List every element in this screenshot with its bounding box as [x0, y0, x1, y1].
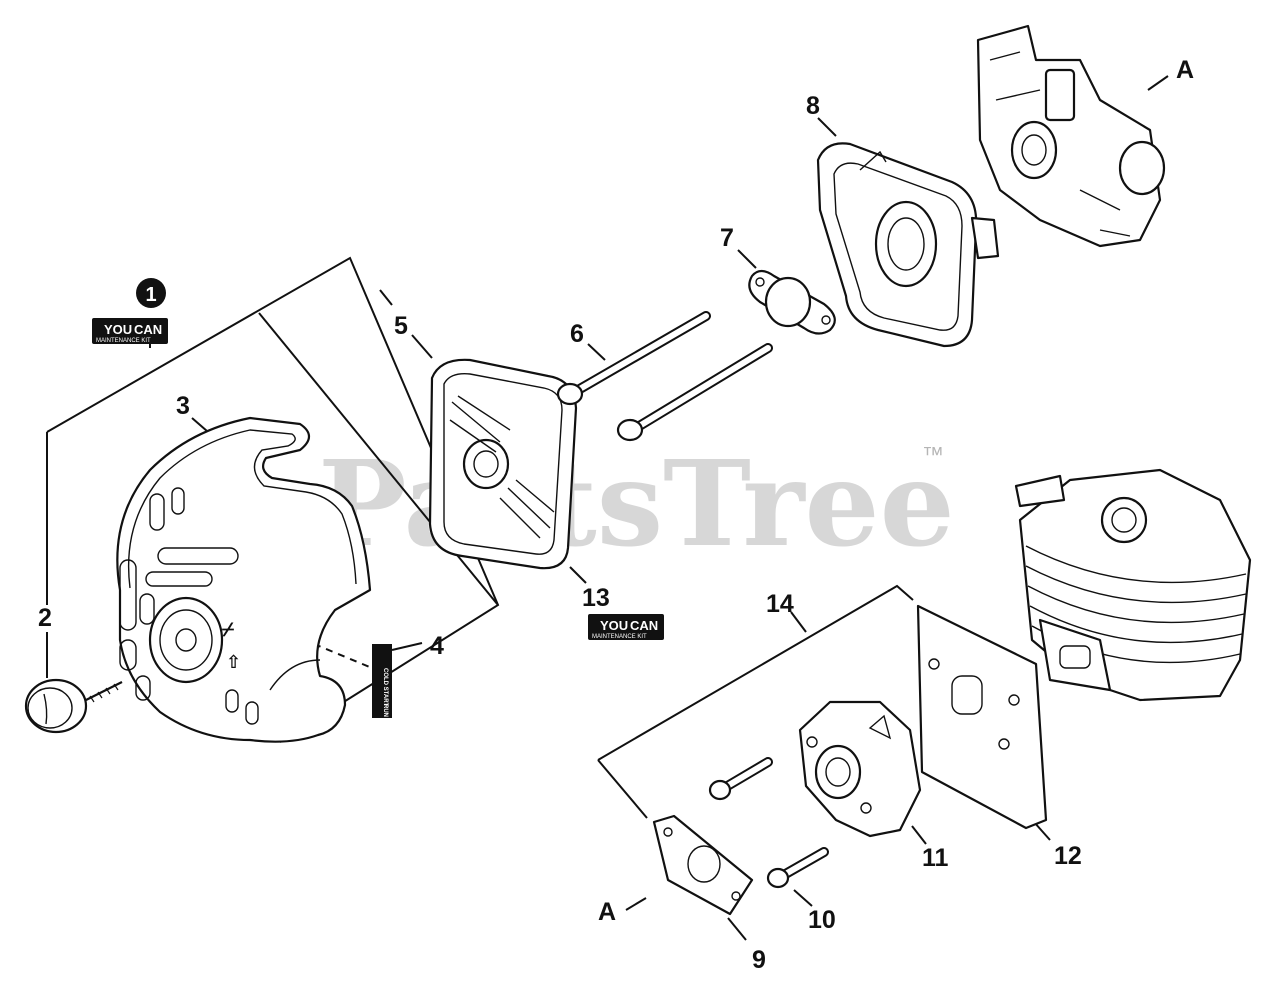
trademark-symbol: ™ [922, 442, 944, 467]
part-choke-decal: COLD START RUN [372, 644, 392, 718]
callout-3: 3 [176, 392, 190, 420]
part-screws [708, 757, 829, 889]
badge-can: CAN [630, 618, 658, 633]
callout-5: 5 [394, 312, 408, 340]
part-insulator [798, 700, 922, 838]
part-bolts [556, 311, 773, 442]
ref-mark-a-top: A [1176, 56, 1194, 84]
callout-11: 11 [922, 844, 949, 872]
choke-symbol: ⌿ [222, 619, 234, 641]
callout-6: 6 [570, 320, 584, 348]
ref-mark-a-bottom: A [598, 898, 616, 926]
badge-you: YOU [600, 618, 628, 633]
callout-9: 9 [752, 946, 766, 974]
badge-maintenance-kit: MAINTENANCE KIT [96, 338, 151, 344]
callout-8: 8 [806, 92, 820, 120]
part-air-filter [428, 358, 578, 570]
part-air-cleaner-cover: ⌿ ⇧ [116, 416, 372, 743]
part-cylinder [1014, 468, 1252, 702]
part-guide-plate [748, 269, 836, 335]
maintenance-kit-badge-top: 1 YOU CAN MAINTENANCE KIT [92, 278, 168, 344]
part-air-cleaner-base [816, 142, 1000, 348]
watermark: PartsTree [318, 434, 955, 573]
callout-7: 7 [720, 224, 734, 252]
part-carburetor [976, 24, 1166, 248]
maintenance-kit-badge-13: YOU CAN MAINTENANCE KIT [588, 614, 664, 640]
decal-run: RUN [382, 704, 388, 717]
callout-2: 2 [38, 604, 52, 632]
arrow-up-icon: ⇧ [226, 652, 241, 672]
part-knob-screw [24, 678, 123, 734]
callout-14: 14 [766, 590, 794, 618]
part-small-gasket [652, 814, 754, 916]
kit-marker: 1 [145, 284, 156, 306]
part-gasket [916, 604, 1048, 830]
badge-you: YOU [104, 322, 132, 337]
badge-maintenance-kit: MAINTENANCE KIT [592, 634, 647, 640]
callout-13: 13 [582, 584, 610, 612]
decal-cold-start: COLD START [382, 668, 388, 707]
callout-labels: 2 3 4 5 6 7 8 9 10 11 12 13 14 A A [38, 56, 1194, 974]
badge-can: CAN [134, 322, 162, 337]
callout-10: 10 [808, 906, 836, 934]
callout-4: 4 [430, 632, 444, 660]
callout-12: 12 [1054, 842, 1082, 870]
